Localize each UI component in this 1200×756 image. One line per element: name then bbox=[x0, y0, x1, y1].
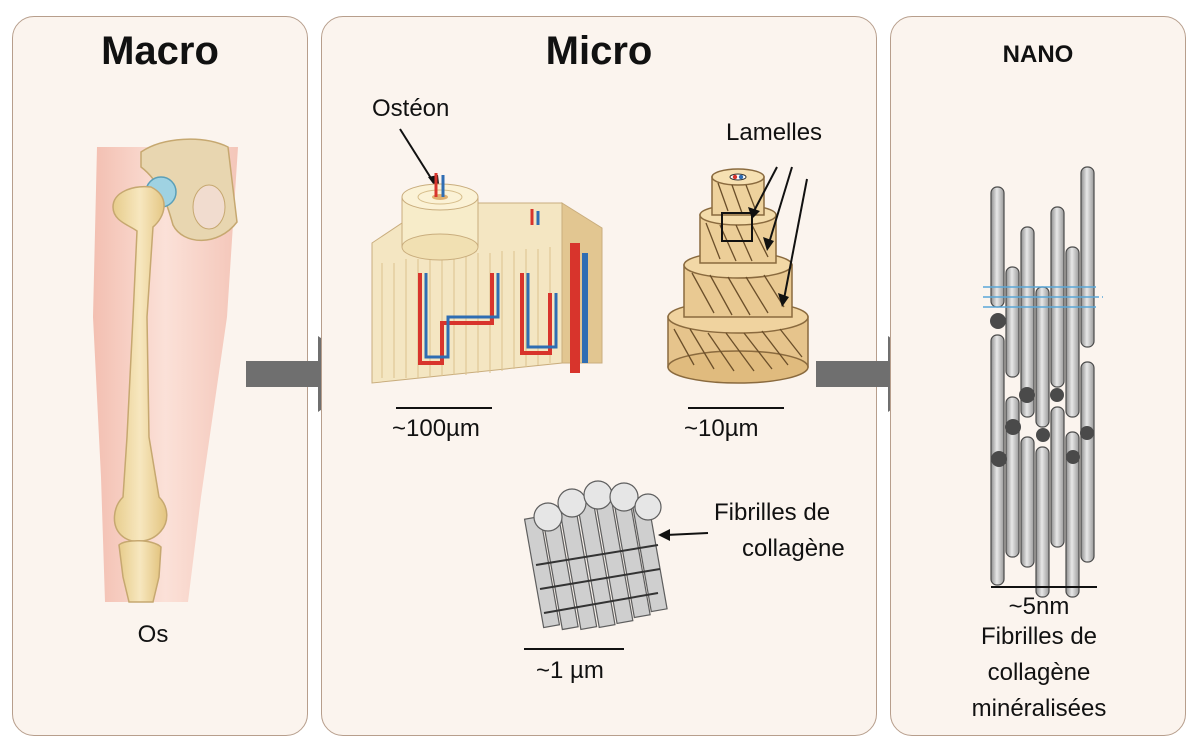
micro-title: Micro bbox=[545, 29, 653, 73]
lamellae-label: Lamelles bbox=[726, 119, 823, 146]
nano-scale-bar bbox=[991, 586, 1097, 588]
collagen-fibrils-label-line2: collagène bbox=[742, 535, 845, 562]
osteon-scale-label: ~100µm bbox=[392, 415, 480, 442]
bone-label: Os bbox=[137, 621, 169, 648]
lamellae-illustration bbox=[667, 166, 809, 384]
nano-label-line3: minéralisées bbox=[971, 695, 1107, 722]
femur-bone bbox=[112, 185, 168, 543]
nano-label-line2: collagène bbox=[987, 659, 1091, 686]
mineralized-fibrils-illustration bbox=[983, 166, 1103, 598]
collagen-fibrils-label-line1: Fibrilles de bbox=[714, 499, 831, 526]
osteon-scale-bar bbox=[396, 407, 492, 409]
nano-label-line1: Fibrilles de bbox=[980, 623, 1098, 650]
macro-title: Macro bbox=[101, 29, 219, 73]
fibrils-scale-bar bbox=[524, 648, 624, 650]
nano-title: NANO bbox=[1002, 41, 1074, 68]
tibia-bone bbox=[118, 540, 162, 603]
osteon-block-illustration bbox=[371, 173, 603, 384]
lamellae-scale-label: ~10µm bbox=[684, 415, 759, 442]
collagen-fibrils-illustration bbox=[523, 480, 709, 631]
nano-scale-label: ~5nm bbox=[1008, 593, 1070, 620]
fibrils-scale-label: ~1 µm bbox=[536, 657, 604, 684]
femur-illustration bbox=[93, 138, 238, 603]
nano-panel: NANO bbox=[890, 16, 1186, 736]
lamellae-scale-bar bbox=[688, 407, 784, 409]
osteon-label: Ostéon bbox=[372, 95, 450, 122]
pelvis-hole bbox=[192, 184, 226, 230]
micro-panel: Micro Ostéon bbox=[321, 16, 877, 736]
